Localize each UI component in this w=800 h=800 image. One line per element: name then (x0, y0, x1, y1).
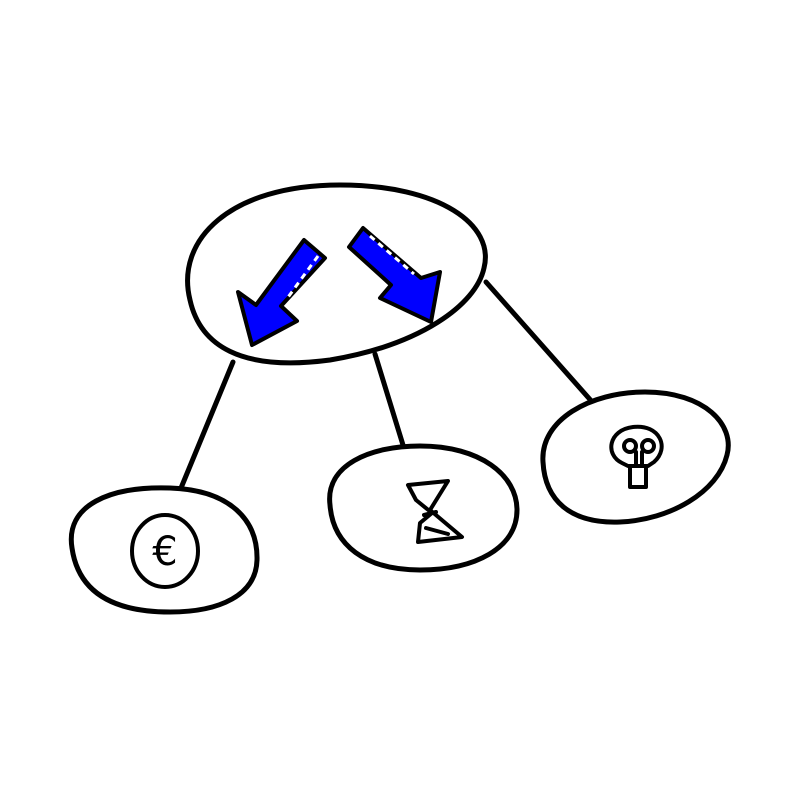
child-node-hourglass (327, 443, 520, 573)
child-node-euro: € (68, 485, 260, 615)
arrow-down-left-icon (236, 238, 327, 347)
root-node (185, 182, 488, 366)
euro-coin-icon: € (130, 513, 200, 589)
connectors (178, 279, 597, 491)
child-node-lightbulb (540, 389, 731, 525)
connector-hourglass (372, 351, 406, 448)
lightbulb-icon (609, 424, 664, 489)
connector-euro (178, 359, 236, 491)
hourglass-icon (406, 479, 464, 544)
connector-lightbulb (483, 279, 597, 407)
euro-symbol: € (152, 529, 177, 575)
arrow-down-right-icon (347, 226, 442, 324)
